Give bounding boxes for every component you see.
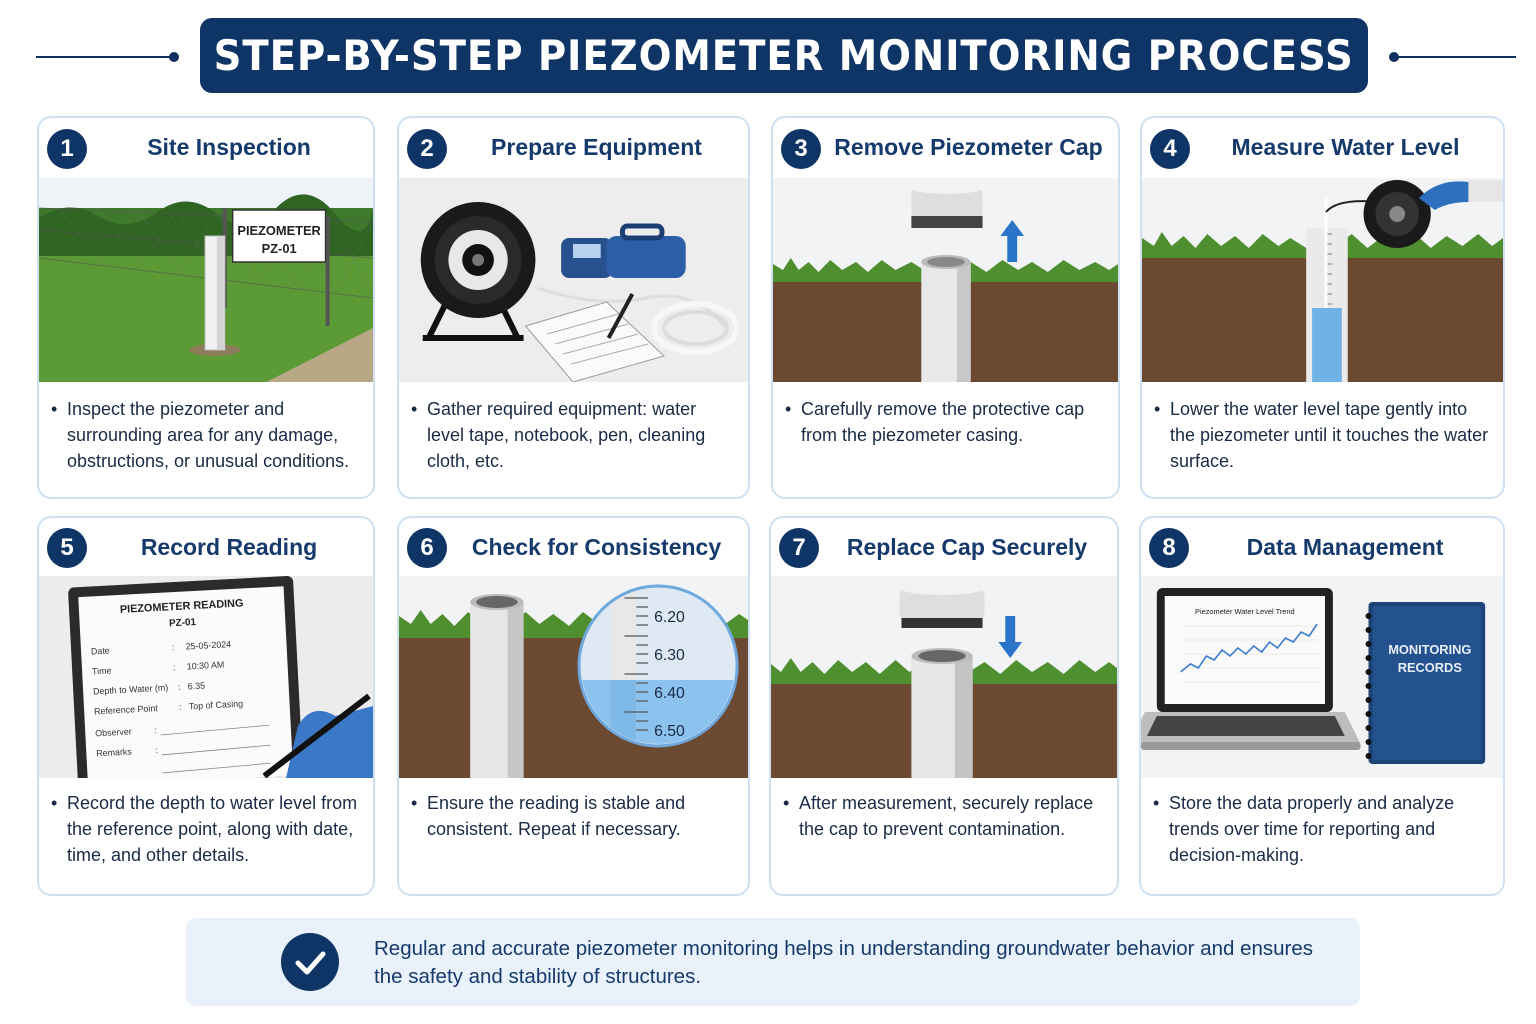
step-number-badge: 8 xyxy=(1149,528,1189,568)
record-reading-illustration: PIEZOMETER READING PZ-01 Date : 25-05-20… xyxy=(39,576,373,778)
gauge-label: 6.30 xyxy=(654,647,685,664)
gauge-label: 6.40 xyxy=(654,685,685,702)
sign-line-1: PIEZOMETER xyxy=(237,223,321,238)
step-description: Record the depth to water level from the… xyxy=(51,790,363,868)
measure-water-illustration xyxy=(1142,178,1503,382)
sign-line-2: PZ-01 xyxy=(262,241,297,256)
equipment-illustration xyxy=(399,178,748,382)
step-title: Prepare Equipment xyxy=(491,134,702,160)
gauge-label: 6.20 xyxy=(654,609,685,626)
step-number-badge: 5 xyxy=(47,528,87,568)
step-description: Ensure the reading is stable and consist… xyxy=(411,790,738,842)
step-header: 7 Replace Cap Securely xyxy=(771,518,1117,578)
step-description: Store the data properly and analyze tren… xyxy=(1153,790,1493,868)
step-card-6: 6 Check for Consistency xyxy=(397,516,750,896)
step-description: Inspect the piezometer and surrounding a… xyxy=(51,396,363,474)
step-header: 2 Prepare Equipment xyxy=(399,118,748,178)
step-header: 3 Remove Piezometer Cap xyxy=(773,118,1118,178)
step-header: 5 Record Reading xyxy=(39,518,373,578)
step-card-4: 4 Measure Water Level Lower the water le… xyxy=(1140,116,1505,499)
step-number-badge: 3 xyxy=(781,129,821,169)
form-value: 10:30 AM xyxy=(186,659,224,671)
form-value: Top of Casing xyxy=(189,699,244,712)
step-title: Record Reading xyxy=(140,534,318,560)
form-value: 25-05-2024 xyxy=(185,639,231,651)
svg-text::: : xyxy=(172,642,175,652)
svg-text::: : xyxy=(178,682,181,692)
page-title: STEP-BY-STEP PIEZOMETER MONITORING PROCE… xyxy=(213,31,1355,80)
step-card-1: 1 Site Inspection xyxy=(37,116,375,499)
step-card-3: 3 Remove Piezometer Cap Carefully remove… xyxy=(771,116,1120,499)
site-inspection-illustration: PIEZOMETER PZ-01 xyxy=(39,178,373,382)
step-card-5: 5 Record Reading PIEZOMETER READING PZ-0… xyxy=(37,516,375,896)
replace-cap-illustration xyxy=(771,576,1117,778)
step-number-badge: 2 xyxy=(407,129,447,169)
svg-text::: : xyxy=(173,662,176,672)
form-label: Depth to Water (m) xyxy=(93,682,169,696)
form-value: 6.35 xyxy=(188,681,206,692)
header-dot-left xyxy=(169,52,179,62)
title-banner: STEP-BY-STEP PIEZOMETER MONITORING PROCE… xyxy=(200,18,1368,93)
step-title: Remove Piezometer Cap xyxy=(834,134,1103,160)
step-title: Data Management xyxy=(1246,534,1444,560)
data-management-illustration: Piezometer Water Level Trend MONITORING … xyxy=(1141,576,1503,778)
step-header: 4 Measure Water Level xyxy=(1142,118,1503,178)
svg-text::: : xyxy=(154,725,157,735)
check-icon xyxy=(281,933,339,991)
form-label: Date xyxy=(91,646,110,657)
header-rule-left xyxy=(36,56,172,58)
step-card-7: 7 Replace Cap Securely After measurement… xyxy=(769,516,1119,896)
step-header: 8 Data Management xyxy=(1141,518,1503,578)
step-number-badge: 4 xyxy=(1150,129,1190,169)
footer-callout: Regular and accurate piezometer monitori… xyxy=(186,918,1360,1006)
step-title: Measure Water Level xyxy=(1231,134,1460,160)
step-description: Lower the water level tape gently into t… xyxy=(1154,396,1493,474)
step-card-8: 8 Data Management Piezometer Water Level… xyxy=(1139,516,1505,896)
step-number-badge: 1 xyxy=(47,129,87,169)
step-description: Gather required equipment: water level t… xyxy=(411,396,738,474)
svg-text::: : xyxy=(155,745,158,755)
step-number-badge: 6 xyxy=(407,528,447,568)
form-label: Reference Point xyxy=(94,703,159,716)
form-label: Observer xyxy=(95,726,132,738)
step-description: Carefully remove the protective cap from… xyxy=(785,396,1108,448)
binder-line-2: RECORDS xyxy=(1398,660,1463,675)
laptop-chart-title: Piezometer Water Level Trend xyxy=(1195,607,1295,616)
step-header: 1 Site Inspection xyxy=(39,118,373,178)
footer-text: Regular and accurate piezometer monitori… xyxy=(374,937,1314,988)
gauge-label: 6.50 xyxy=(654,723,685,740)
consistency-check-illustration: 6.20 6.30 6.40 6.50 xyxy=(399,576,748,778)
svg-text::: : xyxy=(179,702,182,712)
step-title: Replace Cap Securely xyxy=(846,534,1088,560)
remove-cap-illustration xyxy=(773,178,1118,382)
form-label: Time xyxy=(92,665,112,676)
header-rule-right xyxy=(1394,56,1516,58)
step-number-badge: 7 xyxy=(779,528,819,568)
step-header: 6 Check for Consistency xyxy=(399,518,748,578)
step-title: Check for Consistency xyxy=(471,534,722,560)
form-subheading: PZ-01 xyxy=(169,617,197,629)
binder-line-1: MONITORING xyxy=(1388,642,1471,657)
step-title: Site Inspection xyxy=(147,134,311,160)
header-dot-right xyxy=(1389,52,1399,62)
form-label: Remarks xyxy=(96,746,133,758)
step-card-2: 2 Prepare Equipment xyxy=(397,116,750,499)
step-description: After measurement, securely replace the … xyxy=(783,790,1107,842)
